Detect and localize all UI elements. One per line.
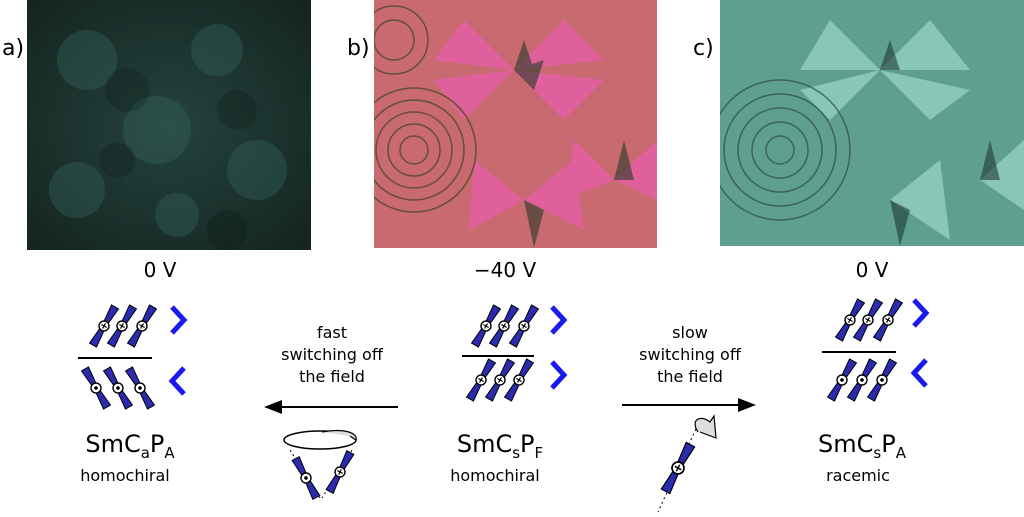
- chirality-a: homochiral: [80, 466, 170, 485]
- phase-b: SmCsPF: [456, 430, 544, 462]
- panel-label-a: a): [2, 36, 25, 61]
- cone-rotation-icon: [283, 429, 357, 501]
- single-rotation-icon: [657, 414, 717, 513]
- stack-a-top: [87, 303, 159, 349]
- voltage-b: −40 V: [473, 258, 537, 282]
- chirality-b: homochiral: [450, 466, 540, 485]
- note-right: slow switching off the field: [639, 323, 741, 386]
- arrow-left: [264, 400, 398, 414]
- micrograph-c: [720, 0, 1024, 246]
- panel-label-c: c): [693, 36, 714, 61]
- phase-c: SmCsPA: [818, 430, 906, 462]
- phase-a: SmCaPA: [85, 430, 175, 462]
- note-left: fast switching off the field: [281, 323, 383, 386]
- micrograph-a: [27, 0, 311, 250]
- voltage-c: 0 V: [855, 258, 889, 282]
- panel-label-b: b): [347, 36, 370, 61]
- arrow-right: [622, 398, 756, 412]
- chirality-c: racemic: [826, 466, 890, 485]
- voltage-a: 0 V: [143, 258, 177, 282]
- stack-a-bottom: [79, 365, 157, 411]
- micrograph-b: [374, 0, 657, 248]
